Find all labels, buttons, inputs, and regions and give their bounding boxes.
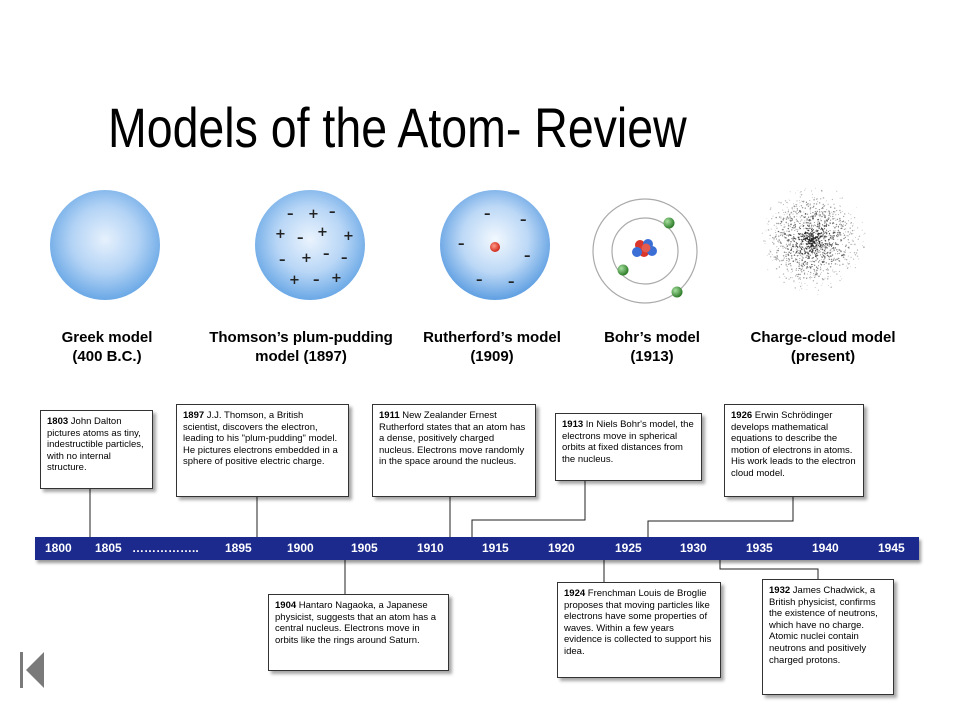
timeline-tick: 1805 (95, 537, 122, 560)
timeline-tick: 1940 (812, 537, 839, 560)
timeline-tick: 1935 (746, 537, 773, 560)
timeline-tick: 1930 (680, 537, 707, 560)
event-1926: 1926 Erwin Schrödinger develops mathemat… (724, 404, 864, 497)
timeline-tick: …………….. (132, 537, 199, 560)
event-1911: 1911 New Zealander Ernest Rutherford sta… (372, 404, 536, 497)
event-1904: 1904 Hantaro Nagaoka, a Japanese physici… (268, 594, 449, 671)
timeline-tick: 1925 (615, 537, 642, 560)
timeline-tick: 1910 (417, 537, 444, 560)
event-1803: 1803 John Dalton pictures atoms as tiny,… (40, 410, 153, 489)
timeline-tick: 1915 (482, 537, 509, 560)
timeline-tick: 1800 (45, 537, 72, 560)
timeline-tick: 1905 (351, 537, 378, 560)
event-1924: 1924 Frenchman Louis de Broglie proposes… (557, 582, 721, 678)
timeline-tick: 1895 (225, 537, 252, 560)
event-1897: 1897 J.J. Thomson, a British scientist, … (176, 404, 349, 497)
timeline-bar: 1800 1805 …………….. 1895 1900 1905 1910 19… (35, 537, 919, 560)
go-to-first-slide-icon[interactable] (18, 650, 46, 690)
timeline-tick: 1945 (878, 537, 905, 560)
event-1932: 1932 James Chadwick, a British physicist… (762, 579, 894, 695)
timeline-tick: 1900 (287, 537, 314, 560)
timeline-tick: 1920 (548, 537, 575, 560)
event-1913: 1913 In Niels Bohr's model, the electron… (555, 413, 702, 481)
